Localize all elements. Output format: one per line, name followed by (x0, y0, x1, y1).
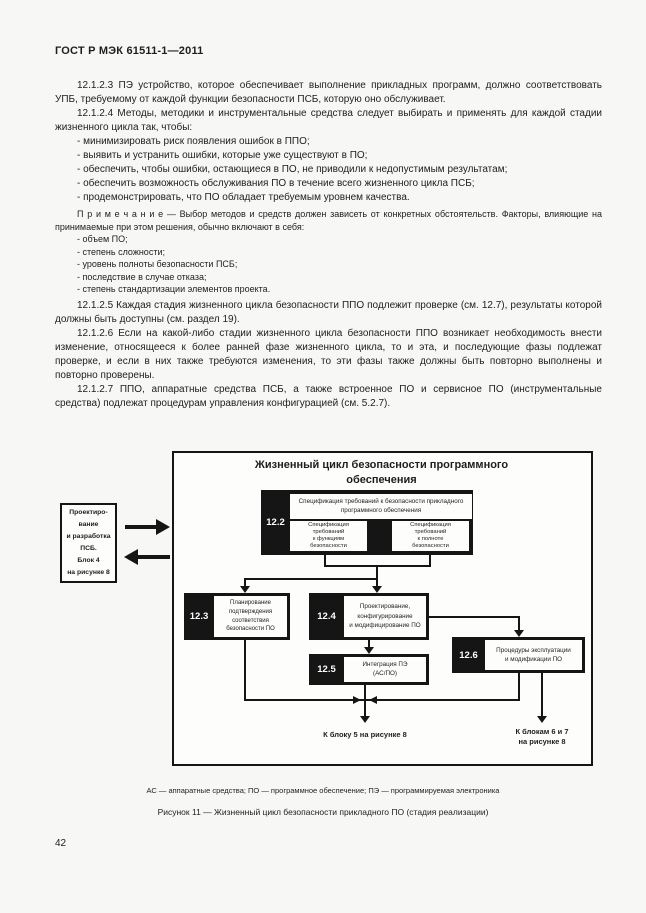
box-line: (АС/ПО) (373, 669, 397, 677)
block-12-2-number: 12.2 (266, 517, 285, 528)
arrow-down-icon (364, 647, 374, 654)
block-12-2: 12.2 Спецификация требований к безопасно… (261, 490, 473, 555)
arrow-down-icon (240, 586, 250, 593)
box-line: конфигурирование (357, 612, 413, 620)
spec-safety-integrity-box: Спецификация требований к полноте безопа… (392, 521, 469, 551)
box-line: и модификации ПО (504, 656, 563, 663)
diagram-title-line: обеспечения (346, 474, 417, 486)
spec-safety-functions-box: Спецификация требований к функциям безоп… (290, 521, 367, 551)
spec-safety-requirements-box: Спецификация требований к безопасности п… (290, 494, 472, 519)
diagram-title: Жизненный цикл безопасности программного… (214, 458, 549, 488)
sidebox-line: и разработка (66, 533, 111, 540)
exit-label-block5: К блоку 5 на рисунке 8 (323, 730, 407, 739)
validation-planning-box: Планирование подтверждения соответствия … (214, 596, 287, 637)
paragraph-12-1-2-7: 12.1.2.7 ППО, аппаратные средства ПСБ, а… (55, 383, 602, 409)
box-line: Планирование (230, 600, 271, 607)
block-12-5: 12.5 Интеграция ПЭ (АС/ПО) (309, 654, 429, 685)
operation-modification-box: Процедуры эксплуатации и модификации ПО (485, 640, 582, 670)
block-12-3-number: 12.3 (189, 611, 209, 622)
arrow-down-icon (514, 630, 524, 637)
bullet-item: - продемонстрировать, что ПО обладает тр… (77, 192, 410, 203)
block-12-5-number: 12.5 (317, 664, 336, 675)
connector-line (518, 616, 520, 630)
box-line: Проектирование, (359, 603, 411, 611)
note-bullet: - степень стандартизации элементов проек… (77, 284, 271, 294)
arrow-left-icon (369, 696, 377, 704)
box-line: Процедуры эксплуатации (496, 647, 571, 654)
design-configuration-box: Проектирование, конфигурирование и модиф… (344, 596, 426, 637)
connector-line (429, 555, 431, 565)
connector-line (244, 578, 246, 587)
exit-label-line: К блокам 6 и 7 (515, 727, 569, 736)
box-line: к полноте (417, 536, 444, 542)
note-bullet: - уровень полноты безопасности ПСБ; (77, 259, 238, 269)
paragraph-12-1-2-3: 12.1.2.3 ПЭ устройство, которое обеспечи… (55, 80, 602, 105)
bullet-item: - обеспечить возможность обслуживания ПО… (77, 178, 475, 189)
abbreviation-legend: АС — аппаратные средства; ПО — программн… (146, 786, 500, 795)
box-line: Спецификация (410, 521, 451, 528)
arrow-left-icon (124, 549, 138, 565)
connector-line (244, 578, 378, 580)
box-line: Спецификация (308, 521, 349, 528)
document-header: ГОСТ Р МЭК 61511-1—2011 (55, 45, 204, 57)
arrow-down-icon (372, 586, 382, 593)
connector-line (244, 699, 520, 701)
sidebox-line: Блок 4 (77, 557, 100, 564)
connector-line (518, 673, 520, 700)
body-text: 12.1.2.3 ПЭ устройство, которое обеспечи… (55, 79, 602, 411)
box-line: требований (312, 528, 345, 535)
connector-line (364, 685, 366, 716)
paragraph-12-1-2-4: 12.1.2.4 Методы, методики и инструментал… (55, 108, 602, 133)
block-12-3: 12.3 Планирование подтверждения соответс… (184, 593, 290, 640)
bullet-item: - минимизировать риск появления ошибок в… (77, 136, 310, 147)
box-line: к функциям (312, 536, 345, 542)
box-line: Интеграция ПЭ (362, 661, 408, 669)
bullet-item: - обеспечить, чтобы ошибки, остающиеся в… (77, 164, 508, 175)
lifecycle-diagram: Жизненный цикл безопасности программного… (172, 451, 593, 766)
note-bullet: - последствие в случае отказа; (77, 271, 207, 282)
connector-line (376, 578, 378, 587)
pe-integration-box: Интеграция ПЭ (АС/ПО) (344, 657, 426, 682)
arrow-left-shaft (137, 555, 170, 559)
sidebox-line: на рисунке 8 (67, 569, 110, 576)
bullet-item: - выявить и устранить ошибки, которые уж… (77, 150, 368, 161)
paragraph-12-1-2-6: 12.1.2.6 Если на какой-либо стадии жизне… (55, 327, 602, 381)
box-line: и модифицирование ПО (349, 622, 421, 630)
block-12-4: 12.4 Проектирование, конфигурирование и … (309, 593, 429, 640)
block-12-6: 12.6 Процедуры эксплуатации и модификаци… (452, 637, 585, 673)
connector-line (244, 640, 246, 700)
figure-caption: Рисунок 11 — Жизненный цикл безопасности… (157, 807, 489, 817)
sidebox-line: ПСБ. (80, 545, 97, 552)
connector-line (324, 555, 326, 565)
note-bullet: - объем ПО; (77, 234, 128, 244)
connector-line (429, 616, 519, 618)
arrow-down-icon (537, 716, 547, 723)
block-12-6-number: 12.6 (459, 649, 478, 661)
box-line: безопасности ПО (226, 626, 275, 633)
block-12-4-number: 12.4 (317, 611, 336, 622)
page-number: 42 (55, 838, 67, 849)
box-line: подтверждения (228, 608, 273, 615)
note-bullet: - степень сложности; (77, 246, 165, 257)
sidebox-line: вание (78, 521, 99, 528)
arrow-right-icon (156, 519, 170, 535)
sidebox-line: Проектиро- (69, 509, 108, 516)
note-text: П р и м е ч а н и е — Выбор методов и ср… (55, 209, 602, 232)
exit-label-blocks6-7: К блокам 6 и 7 на рисунке 8 (482, 727, 602, 746)
exit-label-line: на рисунке 8 (518, 736, 566, 746)
design-development-psb-box: Проектиро- вание и разработка ПСБ. Блок … (60, 503, 117, 583)
arrow-right-shaft (125, 525, 158, 529)
box-line: соответствия (232, 617, 269, 624)
connector-line (368, 640, 370, 647)
box-line: безопасности (310, 543, 347, 550)
box-line: безопасности (412, 543, 449, 550)
arrow-right-icon (353, 696, 361, 704)
box-line: требований (414, 528, 447, 535)
paragraph-12-1-2-5: 12.1.2.5 Каждая стадия жизненного цикла … (55, 299, 602, 325)
diagram-title-line: Жизненный цикл безопасности программного (254, 459, 509, 471)
connector-line (541, 673, 543, 716)
arrow-down-icon (360, 716, 370, 723)
connector-line (376, 565, 378, 578)
